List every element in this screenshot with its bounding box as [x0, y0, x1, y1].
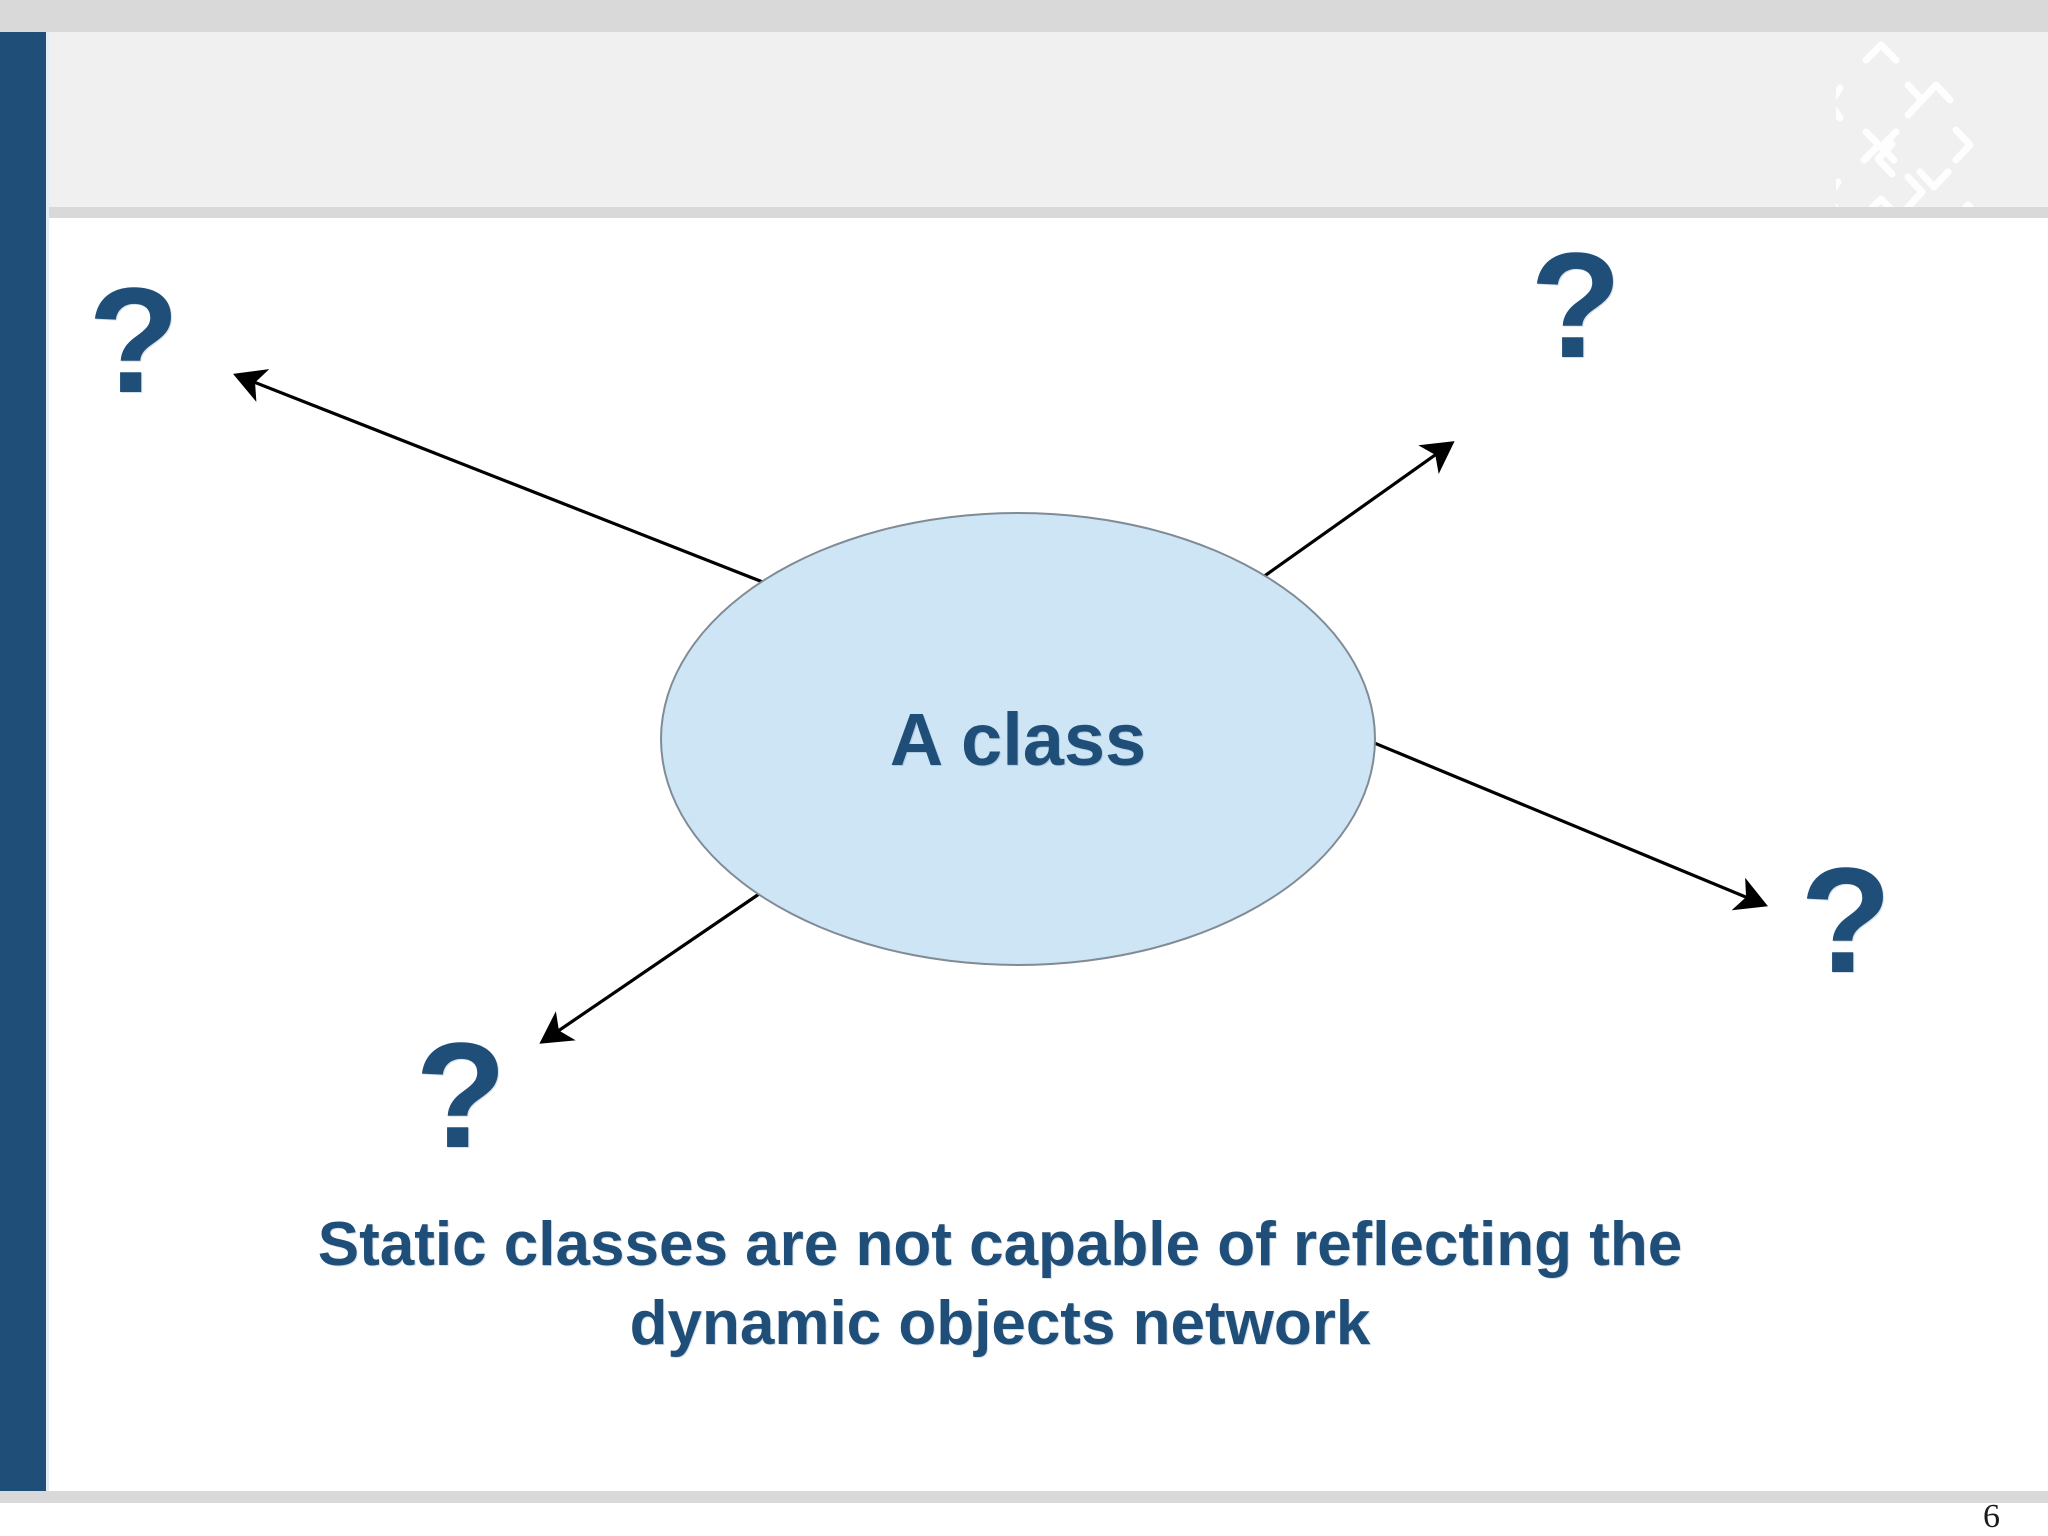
left-accent-bar-edge: [46, 32, 49, 1491]
slide-header-strip: [0, 32, 2048, 207]
question-mark-bottom-left: ?: [415, 1011, 507, 1179]
slide-caption: Static classes are not capable of reflec…: [60, 1205, 1940, 1364]
header-divider-band: [0, 207, 2048, 218]
class-ellipse-label: A class: [889, 697, 1147, 781]
question-mark-bottom-right: ?: [1800, 836, 1892, 1004]
slide-number: 6: [1983, 1498, 2000, 1535]
question-mark-top-right: ?: [1530, 221, 1622, 389]
class-ellipse-node: A class: [660, 512, 1376, 966]
caption-line-2: dynamic objects network: [629, 1289, 1371, 1359]
arrow-to-top-left: [233, 369, 779, 590]
left-accent-bar: [0, 32, 46, 1491]
arrow-to-top-right: [1255, 441, 1455, 584]
top-gray-band: [0, 0, 2048, 32]
caption-line-1: Static classes are not capable of reflec…: [317, 1210, 1683, 1279]
footer-gray-band: [0, 1491, 2048, 1503]
question-mark-top-left: ?: [88, 256, 180, 424]
arrow-to-bottom-left: [539, 890, 763, 1044]
arrow-to-bottom-right: [1354, 733, 1768, 911]
